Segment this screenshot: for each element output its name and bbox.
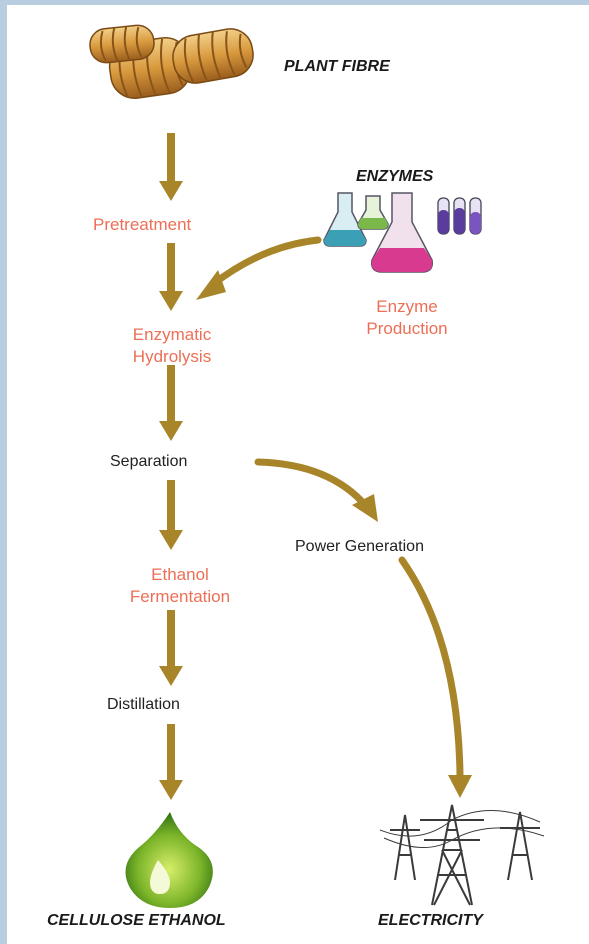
lab-flasks-icon xyxy=(323,192,482,273)
plant-fibre-label: PLANT FIBRE xyxy=(284,58,390,75)
arrow-hydrolysis-to-separation xyxy=(159,365,183,441)
enzymatic-hydrolysis-line-1: Enzymatic xyxy=(132,325,212,344)
enzymes-label: ENZYMES xyxy=(356,168,434,185)
distillation-label: Distillation xyxy=(107,696,180,713)
enzymatic-hydrolysis-label: Enzymatic Hydrolysis xyxy=(106,324,238,368)
cellulose-ethanol-label: CELLULOSE ETHANOL xyxy=(47,912,226,929)
arrow-fibre-to-pretreatment xyxy=(159,133,183,201)
arrow-distillation-to-ethanol xyxy=(159,724,183,800)
arrow-pretreatment-to-hydrolysis xyxy=(159,243,183,311)
ethanol-fermentation-label: Ethanol Fermentation xyxy=(110,564,250,608)
diagram-panel xyxy=(7,5,589,944)
arrow-enzymes-to-hydrolysis xyxy=(196,236,322,300)
enzyme-production-label: Enzyme Production xyxy=(344,296,470,340)
ethanol-fermentation-line-2: Fermentation xyxy=(129,587,231,606)
power-pylons-icon xyxy=(379,804,545,906)
ethanol-fermentation-line-1: Ethanol xyxy=(151,565,209,584)
separation-label: Separation xyxy=(110,453,188,470)
hay-bales-icon xyxy=(89,24,254,99)
power-generation-label: Power Generation xyxy=(295,538,424,555)
enzymatic-hydrolysis-line-2: Hydrolysis xyxy=(132,347,212,366)
enzyme-production-line-2: Production xyxy=(366,319,448,338)
flow-arrows xyxy=(159,133,472,800)
enzyme-production-line-1: Enzyme xyxy=(376,297,438,316)
electricity-label: ELECTRICITY xyxy=(378,912,483,929)
arrow-separation-to-power xyxy=(254,458,378,522)
green-flame-drop-icon xyxy=(125,812,213,908)
arrow-power-to-electricity xyxy=(398,556,472,798)
arrow-fermentation-to-distillation xyxy=(159,610,183,686)
arrow-separation-to-fermentation xyxy=(159,480,183,550)
pretreatment-label: Pretreatment xyxy=(93,215,192,234)
